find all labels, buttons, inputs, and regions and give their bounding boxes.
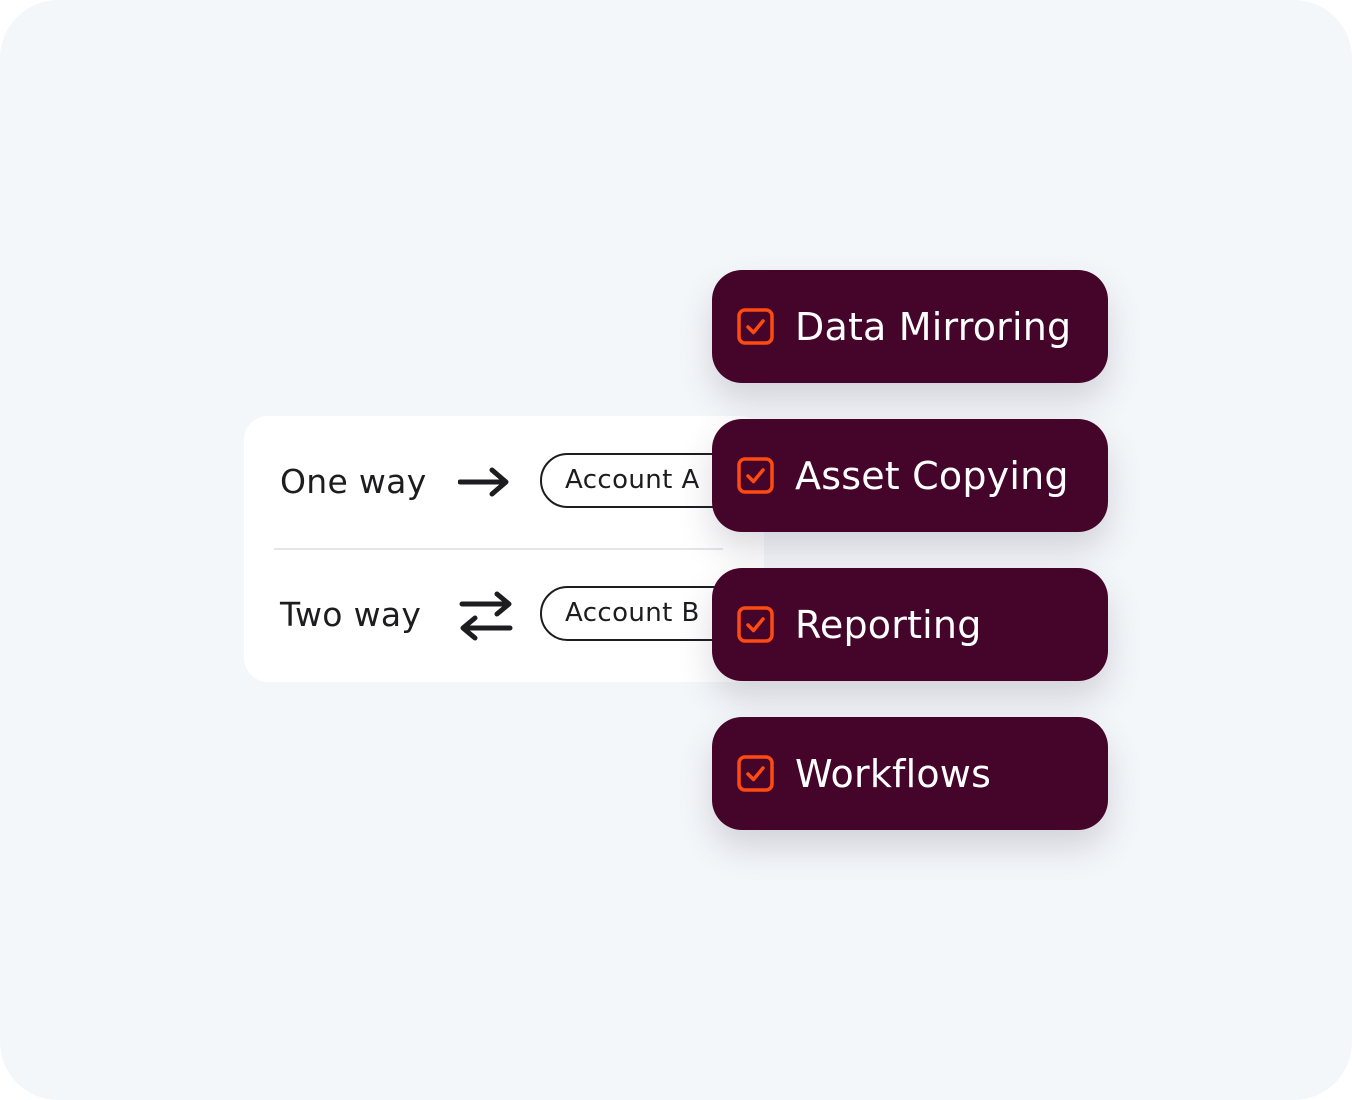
sync-option-label: Two way: [280, 595, 422, 634]
checkbox-checked-icon[interactable]: [737, 457, 774, 494]
sync-direction-card: One way Account A Two way Account B: [244, 416, 764, 682]
sync-option-two-way[interactable]: Two way Account B: [244, 549, 764, 681]
divider: [274, 548, 723, 550]
feature-label: Workflows: [795, 752, 992, 796]
checkbox-checked-icon[interactable]: [737, 606, 774, 643]
checkbox-checked-icon[interactable]: [737, 755, 774, 792]
feature-data-mirroring[interactable]: Data Mirroring: [712, 270, 1108, 383]
feature-reporting[interactable]: Reporting: [712, 568, 1108, 681]
feature-workflows[interactable]: Workflows: [712, 717, 1108, 830]
sync-option-label: One way: [280, 462, 427, 501]
feature-asset-copying[interactable]: Asset Copying: [712, 419, 1108, 532]
account-b-pill[interactable]: Account B: [540, 586, 740, 641]
arrow-right-icon: [458, 467, 509, 497]
sync-option-one-way[interactable]: One way Account A: [244, 416, 764, 548]
feature-label: Data Mirroring: [795, 305, 1072, 349]
feature-label: Asset Copying: [795, 454, 1069, 498]
checkbox-checked-icon[interactable]: [737, 308, 774, 345]
swap-arrows-icon: [459, 591, 513, 641]
account-a-pill[interactable]: Account A: [540, 453, 740, 508]
feature-label: Reporting: [795, 603, 982, 647]
